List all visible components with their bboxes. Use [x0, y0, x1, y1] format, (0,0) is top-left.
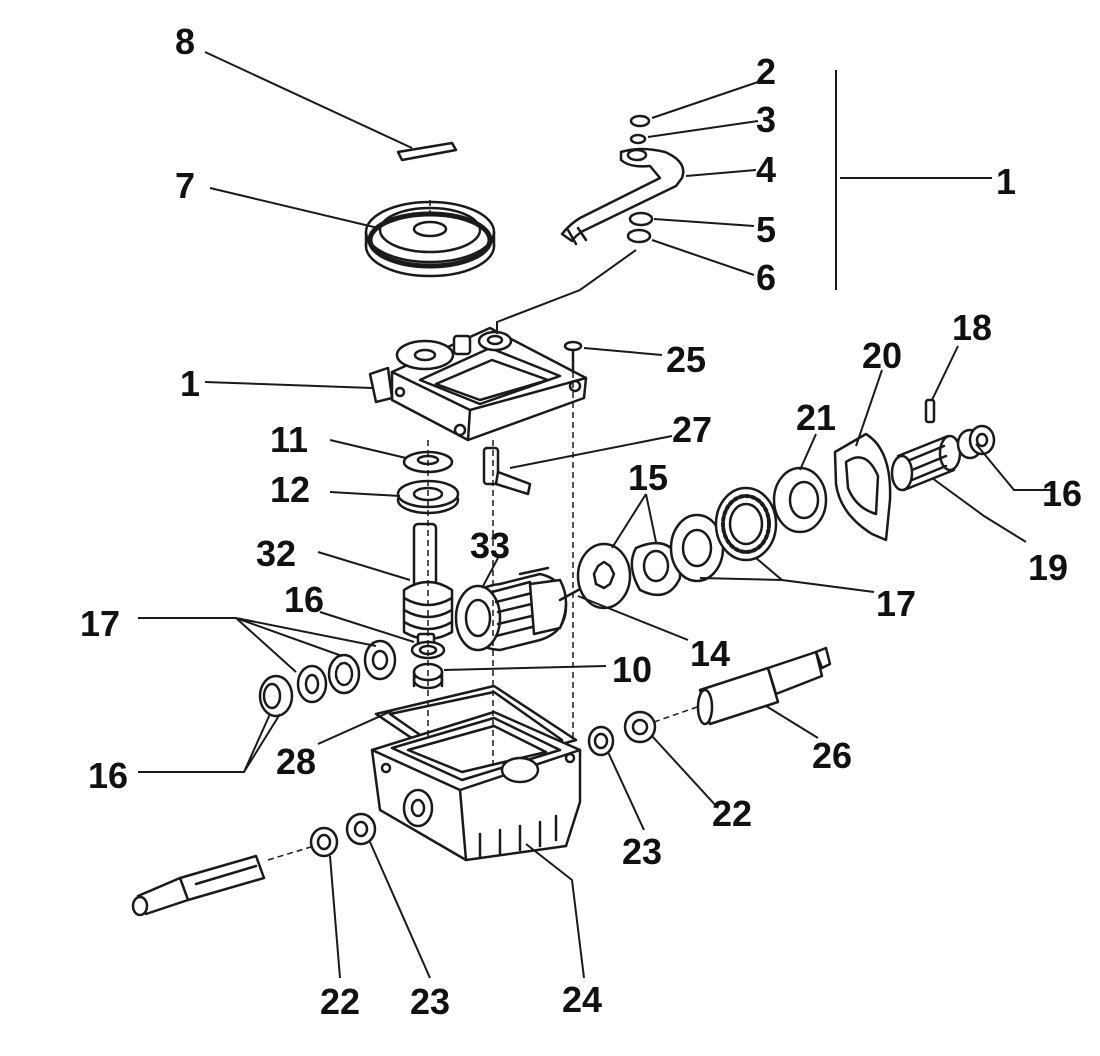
label-20: 20 [862, 335, 902, 376]
label-17-left: 17 [80, 603, 120, 644]
part-3-washer [629, 133, 647, 145]
part-16-seal-left [258, 674, 294, 718]
label-24: 24 [562, 979, 602, 1020]
part-21-washer [772, 466, 828, 534]
label-8: 8 [175, 21, 195, 62]
part-19-sleeve [890, 434, 962, 492]
part-14-pin [558, 586, 584, 602]
label-5: 5 [756, 209, 776, 250]
part-17-washer-left-2 [363, 639, 397, 681]
part-23-washer-bottom [345, 812, 377, 846]
label-27: 27 [672, 409, 712, 450]
label-33: 33 [470, 525, 510, 566]
label-14: 14 [690, 633, 730, 674]
part-16-seal-right [956, 424, 996, 460]
part-24-housing [370, 710, 582, 862]
part-20-gasket [833, 432, 892, 542]
part-33-worm-gear [454, 566, 568, 652]
label-23-right: 23 [622, 831, 662, 872]
part-2-washer [629, 114, 651, 128]
part-22-bearing-bottom [309, 826, 339, 858]
part-15-disk-a [576, 542, 632, 610]
part-6-washer [626, 228, 652, 244]
label-19: 19 [1028, 547, 1068, 588]
leader-lines [138, 51, 1052, 979]
part-17-thrust-bearing [714, 486, 778, 562]
label-2: 2 [756, 51, 776, 92]
label-12: 12 [270, 469, 310, 510]
label-25: 25 [666, 339, 706, 380]
label-4: 4 [756, 149, 776, 190]
label-22-bottom: 22 [320, 981, 360, 1022]
part-4-shift-arm [560, 147, 685, 246]
part-26-shaft [696, 646, 832, 726]
part-1-cover [368, 326, 588, 442]
label-21: 21 [796, 397, 836, 438]
label-6: 6 [756, 257, 776, 298]
part-8-key [396, 141, 458, 162]
label-11: 11 [270, 419, 308, 460]
part-15-disk-b [630, 541, 682, 597]
label-22-right: 22 [712, 793, 752, 834]
part-18-pin [924, 398, 936, 424]
label-26: 26 [812, 735, 852, 776]
part-25-screw [563, 340, 583, 374]
label-32: 32 [256, 533, 296, 574]
label-10: 10 [612, 649, 652, 690]
label-1-assembly: 1 [996, 161, 1016, 202]
part-27-pin [482, 446, 532, 496]
label-17-right: 17 [876, 583, 916, 624]
input-shaft [131, 854, 266, 917]
label-16-left: 16 [88, 755, 128, 796]
label-7: 7 [175, 165, 195, 206]
label-15: 15 [628, 457, 668, 498]
part-17-washer-left [296, 664, 328, 704]
assembly-axis-lines [267, 200, 701, 861]
label-23-bottom: 23 [410, 981, 450, 1022]
part-5-washer [628, 211, 654, 227]
callout-labels: 8 2 3 4 1 7 5 6 18 20 25 1 21 11 27 15 1… [80, 21, 1082, 1022]
label-1-cover: 1 [180, 363, 200, 404]
part-23-washer-right [587, 725, 615, 757]
label-28: 28 [276, 741, 316, 782]
part-17-bearing-left [327, 653, 361, 695]
label-16-mid: 16 [284, 579, 324, 620]
label-3: 3 [756, 99, 776, 140]
part-22-bearing-right [623, 710, 657, 744]
label-16-right: 16 [1042, 473, 1082, 514]
label-18: 18 [952, 307, 992, 348]
